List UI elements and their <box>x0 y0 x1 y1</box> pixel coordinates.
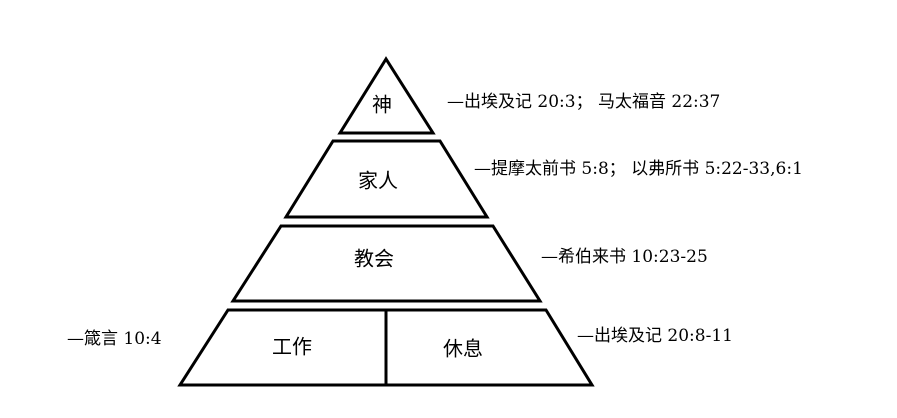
tier-family-label: 家人 <box>358 169 398 193</box>
tier-church-label: 教会 <box>354 247 394 271</box>
tier-god-shape <box>337 56 436 135</box>
reference-god: —出埃及记 20:3； 马太福音 22:37 <box>447 92 721 112</box>
tier-god-label: 神 <box>372 93 392 117</box>
reference-family: —提摩太前书 5:8； 以弗所书 5:22-33,6:1 <box>474 159 803 179</box>
tier-rest-label: 休息 <box>443 337 483 361</box>
reference-church: —希伯来书 10:23-25 <box>541 247 708 267</box>
tier-family-shape <box>283 139 490 219</box>
tier-church-shape <box>230 224 543 303</box>
reference-work: —箴言 10:4 <box>67 329 162 349</box>
reference-rest: —出埃及记 20:8-11 <box>577 326 733 346</box>
tier-work-label: 工作 <box>272 335 312 359</box>
